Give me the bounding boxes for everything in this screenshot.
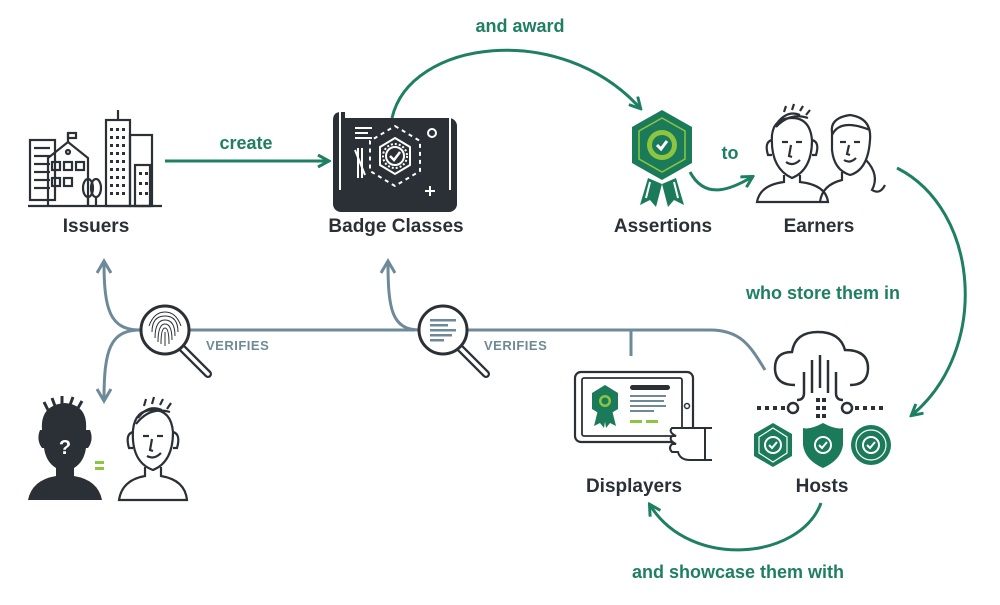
connector-label-create: create: [219, 133, 273, 153]
known-person-icon: [117, 396, 189, 502]
equals-icon: [95, 461, 104, 470]
host-badge-hexagon: [754, 423, 792, 467]
earners-icon: [755, 103, 886, 204]
node-label-assertions: Assertions: [613, 216, 713, 237]
node-label-issuers: Issuers: [62, 216, 130, 237]
arrow-who-store: [896, 166, 967, 415]
assertions-icon: [632, 110, 692, 207]
verifies-label-badge-class: VERIFIES: [484, 338, 548, 353]
host-badge-shield: [803, 423, 843, 468]
connector-label-to: to: [721, 143, 739, 163]
unknown-symbol: ?: [59, 437, 71, 459]
node-label-displayers: Displayers: [585, 476, 683, 497]
verifies-label-identity: VERIFIES: [206, 338, 270, 353]
hosts-icon: [754, 330, 891, 468]
node-label-earners: Earners: [783, 216, 855, 237]
arrow-to: [688, 171, 752, 192]
document-magnifier-icon: [417, 304, 490, 378]
fingerprint-magnifier-icon: [139, 304, 212, 378]
issuers-icon: [28, 110, 162, 208]
unknown-person-icon: ?: [28, 396, 102, 500]
displayers-icon: [573, 370, 712, 461]
node-label-badge-classes: Badge Classes: [328, 216, 464, 237]
node-label-hosts: Hosts: [795, 476, 849, 497]
arrow-showcase: [650, 503, 823, 552]
connector-label-who-store-them-in: who store them in: [745, 283, 901, 303]
connector-label-and-showcase-them-with: and showcase them with: [631, 562, 845, 582]
host-badge-circle: [851, 425, 891, 465]
badge-classes-icon: [333, 112, 457, 212]
connector-label-and-award: and award: [475, 16, 565, 36]
arrow-and-award: [390, 48, 640, 119]
verification-path: [104, 262, 767, 400]
